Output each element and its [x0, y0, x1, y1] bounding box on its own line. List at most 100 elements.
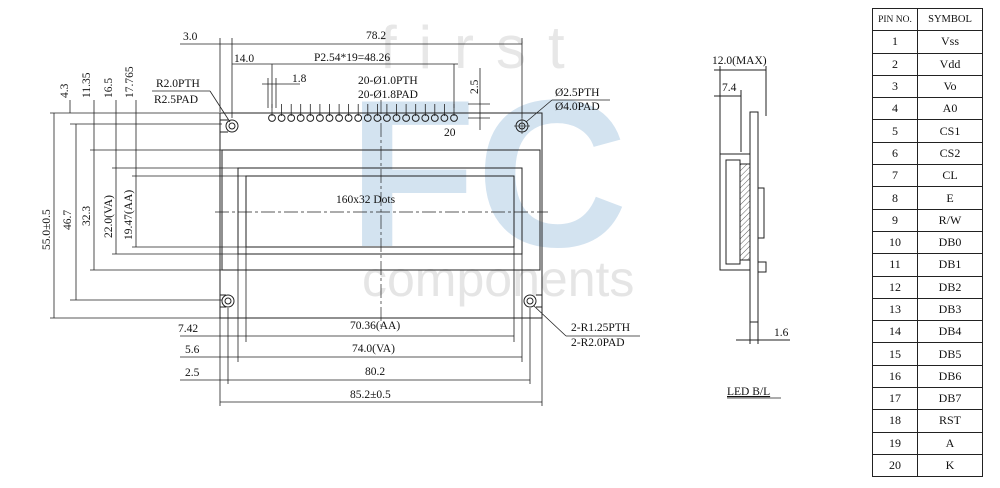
dim-va-offset: 5.6: [185, 344, 200, 356]
left-dimension-labels: 4.3 11.35 16.5 17.765 55.0±0.5 46.7 32.3…: [41, 66, 136, 250]
pin-number: 6: [872, 141, 918, 166]
side-pcb: [749, 111, 759, 323]
watermark-first: first: [380, 14, 587, 81]
dim-pcb-width: 85.2±0.5: [350, 389, 391, 401]
pin-number: 12: [872, 275, 918, 299]
pin-number: 15: [872, 342, 918, 366]
pin-symbol: DB2: [917, 275, 983, 299]
mount-hole-bottom-right: [523, 294, 542, 308]
side-backlight: [739, 163, 751, 261]
watermark-components: components: [362, 251, 634, 307]
dim-pin-pitch: P2.54*19=48.26: [314, 52, 390, 64]
hole-bottom-pth: 2-R1.25PTH: [571, 322, 630, 334]
pin-number: 16: [872, 364, 918, 389]
watermark: first FC components: [348, 14, 634, 307]
pin-number: 3: [872, 74, 918, 99]
watermark-logo: FC: [348, 56, 628, 291]
side-foot: [757, 261, 767, 273]
dim-bezel-offset: 2.5: [185, 367, 200, 379]
dim-hole-span: 78.2: [366, 30, 386, 42]
pin-symbol: Vdd: [917, 52, 983, 76]
left-dimensions: [50, 100, 246, 319]
bottom-dimensions: [180, 247, 543, 406]
pin-symbol: CL: [917, 164, 983, 188]
dim-va-width: 74.0(VA): [352, 343, 395, 355]
dim-bezel-width: 80.2: [365, 366, 385, 378]
pin-symbol: Vo: [917, 74, 983, 99]
dim-left-2: 11.35: [81, 72, 93, 98]
pin-symbol: R/W: [917, 208, 983, 232]
viewing-area: [237, 167, 523, 255]
pin-number: 8: [872, 186, 918, 210]
dim-height-va: 22.0(VA): [103, 195, 115, 238]
front-view: [215, 100, 548, 330]
pin-number: 1: [872, 30, 918, 54]
pin-number: 2: [872, 52, 918, 76]
active-area: [245, 175, 515, 248]
dim-pin-hole-pad: 20-Ø1.8PAD: [358, 89, 418, 101]
header-symbol: SYMBOL: [917, 7, 983, 32]
side-connector: [757, 187, 765, 239]
dim-height-holes: 46.7: [62, 210, 74, 230]
dim-pin-width: 1.8: [292, 73, 307, 85]
dim-pin-last: 20: [444, 127, 456, 139]
dim-max-thickness: 12.0(MAX): [712, 55, 767, 67]
pin-number: 20: [872, 453, 918, 478]
hole-top-right-pad: Ø4.0PAD: [555, 101, 600, 113]
lcd-mechanical-drawing: first FC components: [41, 14, 790, 406]
dim-aa-offset: 7.42: [178, 323, 198, 335]
pin-number: 4: [872, 97, 918, 121]
side-view: [714, 66, 790, 344]
header-pin-no: PIN NO.: [872, 7, 918, 32]
hole-callout-lines: [152, 90, 640, 337]
pin-symbol: DB1: [917, 253, 983, 277]
bottom-dimension-labels: 7.42 70.36(AA) 5.6 74.0(VA) 2.5 80.2 85.…: [178, 320, 400, 401]
dim-edge-offset: 3.0: [183, 31, 198, 43]
dim-left-3: 16.5: [103, 78, 115, 98]
dots-label: 160x32 Dots: [336, 194, 396, 206]
dim-height-pcb: 55.0±0.5: [41, 209, 53, 250]
pin-symbol: RST: [917, 409, 983, 433]
pin-symbol: DB6: [917, 364, 983, 389]
pin-number: 9: [872, 208, 918, 232]
dim-module-thickness: 7.4: [722, 82, 737, 94]
pin-symbol: DB5: [917, 342, 983, 366]
pin-symbol: Vss: [917, 30, 983, 54]
pin-number: 18: [872, 409, 918, 433]
top-dimension-labels: 3.0 78.2 14.0 P2.54*19=48.26 1.8 20-Ø1.0…: [183, 30, 481, 139]
dim-left-1: 4.3: [59, 83, 71, 98]
pin-number: 5: [872, 119, 918, 143]
hole-top-left-pad: R2.5PAD: [154, 94, 198, 106]
pin-symbol: K: [917, 453, 983, 478]
mount-hole-top-left: [220, 119, 239, 133]
pin-symbol: DB7: [917, 387, 983, 411]
pin-number: 10: [872, 230, 918, 255]
backlight-label: LED B/L: [727, 386, 770, 398]
pin-number: 13: [872, 297, 918, 322]
pin-symbol: DB4: [917, 320, 983, 344]
pin-number: 11: [872, 253, 918, 277]
dim-aa-width: 70.36(AA): [350, 320, 400, 332]
pin-symbol: E: [917, 186, 983, 210]
dim-pin-hole-pth: 20-Ø1.0PTH: [358, 75, 418, 87]
dim-pin-height: 2.5: [469, 79, 481, 94]
pin-number: 14: [872, 320, 918, 344]
